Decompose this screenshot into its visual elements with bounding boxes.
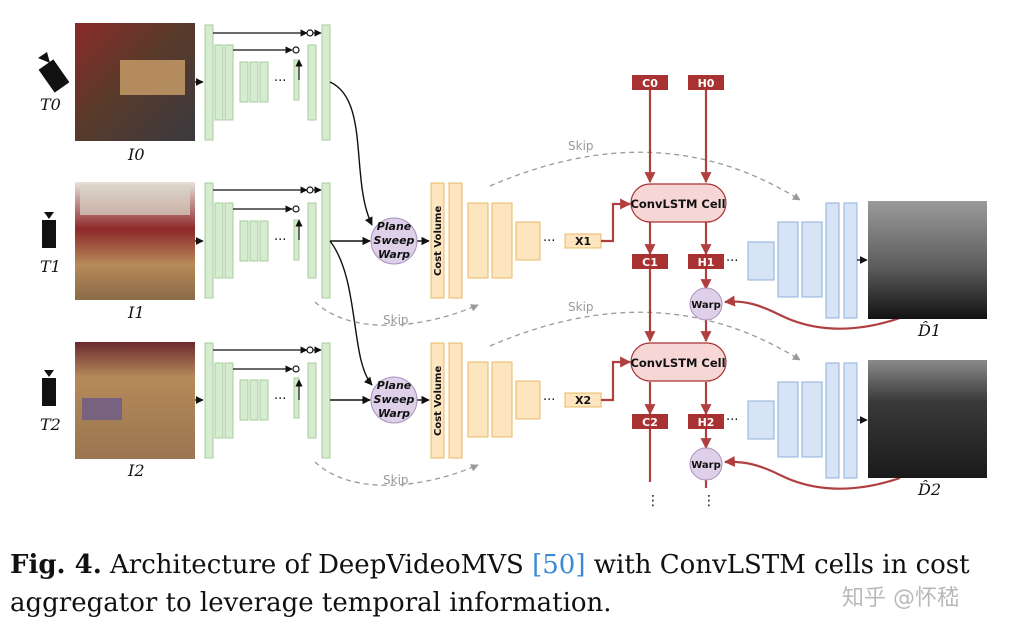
watermark: 知乎 @怀嵇 (842, 586, 959, 611)
encoder-dots-row1: ··· (274, 233, 286, 248)
encoder-skip-arrows-row2 (213, 346, 322, 400)
plane-sweep-warp-row1: Plane Sweep Warp (370, 217, 418, 265)
lstm-state-c0: C0 (632, 75, 668, 90)
architecture-diagram: T0 I0 ··· T1 I1 (38, 23, 987, 509)
skip-label-bottom2: Skip (383, 473, 409, 487)
lstm-state-c1: C1 (632, 254, 668, 269)
svg-text:H2: H2 (698, 416, 715, 429)
svg-text:Sweep: Sweep (374, 234, 415, 247)
encoder-row0 (204, 24, 331, 141)
x2-label: X2 (575, 394, 591, 407)
skip-connections (314, 151, 801, 486)
cost-dots-row1: ··· (543, 234, 555, 249)
cost-volume-label-row2: Cost Volume (433, 366, 444, 436)
camera-label-t1: T1 (40, 257, 61, 276)
convlstm-cell-row2: ConvLSTM Cell (630, 342, 727, 382)
image-label-i2: I2 (127, 461, 145, 480)
cost-dots-row2: ··· (543, 393, 555, 408)
cost-volume-row1 (430, 182, 602, 299)
image-detail (120, 60, 185, 95)
depth-map-d1 (868, 201, 987, 319)
decoder-dots-row1: ··· (726, 254, 738, 269)
svg-text:Warp: Warp (378, 407, 410, 420)
cost-volume-label-row1: Cost Volume (433, 206, 444, 276)
svg-text:Warp: Warp (378, 248, 410, 261)
image-detail (82, 398, 122, 420)
svg-text:C1: C1 (642, 256, 658, 269)
feature-to-warp-arrows (329, 81, 430, 405)
caption-text-1: Architecture of DeepVideoMVS (101, 550, 533, 580)
lstm-state-h1: H1 (688, 254, 724, 269)
image-label-i0: I0 (127, 145, 145, 164)
lstm-red-arrows (601, 90, 901, 490)
skip-label-top1: Skip (568, 139, 594, 153)
continuation-dots-c: ⋮ (646, 493, 660, 509)
camera-label-t2: T2 (40, 415, 61, 434)
image-detail (80, 185, 190, 215)
figure-caption: Fig. 4. Architecture of DeepVideoMVS [50… (10, 546, 1020, 622)
svg-text:C0: C0 (642, 77, 658, 90)
svg-text:H0: H0 (698, 77, 715, 90)
encoder-row2 (204, 342, 331, 459)
svg-text:C2: C2 (642, 416, 658, 429)
depth-map-d2 (868, 360, 987, 478)
lstm-state-h0: H0 (688, 75, 724, 90)
svg-text:ConvLSTM Cell: ConvLSTM Cell (630, 356, 725, 370)
x1-label: X1 (575, 235, 591, 248)
caption-text-2: with ConvLSTM cells in cost aggregator t… (10, 550, 970, 618)
encoder-dots-row2: ··· (274, 392, 286, 407)
svg-text:ConvLSTM Cell: ConvLSTM Cell (630, 197, 725, 211)
svg-text:Plane: Plane (377, 379, 412, 392)
depth-label-d2: D̂2 (917, 480, 941, 499)
camera-icon-t0 (38, 52, 70, 93)
svg-text:Warp: Warp (691, 460, 721, 471)
camera-icon-t2 (42, 370, 56, 406)
decoder-row2 (747, 362, 858, 479)
decoder-row1 (747, 202, 858, 319)
svg-text:Plane: Plane (377, 220, 412, 233)
cost-volume-row2 (430, 342, 602, 459)
svg-text:H1: H1 (698, 256, 715, 269)
camera-label-t0: T0 (40, 95, 61, 114)
depth-label-d1: D̂1 (917, 321, 941, 340)
encoder-row1 (204, 182, 331, 299)
plane-sweep-warp-row2: Plane Sweep Warp (370, 376, 418, 424)
image-label-i1: I1 (127, 303, 145, 322)
caption-reference-link[interactable]: [50] (532, 550, 586, 580)
skip-label-top2: Skip (568, 300, 594, 314)
camera-icon-t1 (42, 212, 56, 248)
hidden-warp-row2: Warp (689, 447, 723, 481)
encoder-skip-arrows-row0 (213, 29, 322, 80)
lstm-state-h2: H2 (688, 414, 724, 429)
lstm-state-c2: C2 (632, 414, 668, 429)
caption-fig-number: Fig. 4. (10, 550, 102, 580)
skip-label-bottom1: Skip (383, 313, 409, 327)
decoder-dots-row2: ··· (726, 413, 738, 428)
encoder-skip-arrows-row1 (213, 186, 322, 240)
svg-text:Warp: Warp (691, 300, 721, 311)
hidden-warp-row1: Warp (689, 287, 723, 321)
continuation-dots-h: ⋮ (702, 493, 716, 509)
svg-text:Sweep: Sweep (374, 393, 415, 406)
convlstm-cell-row1: ConvLSTM Cell (630, 183, 727, 223)
encoder-dots-row0: ··· (274, 74, 286, 89)
